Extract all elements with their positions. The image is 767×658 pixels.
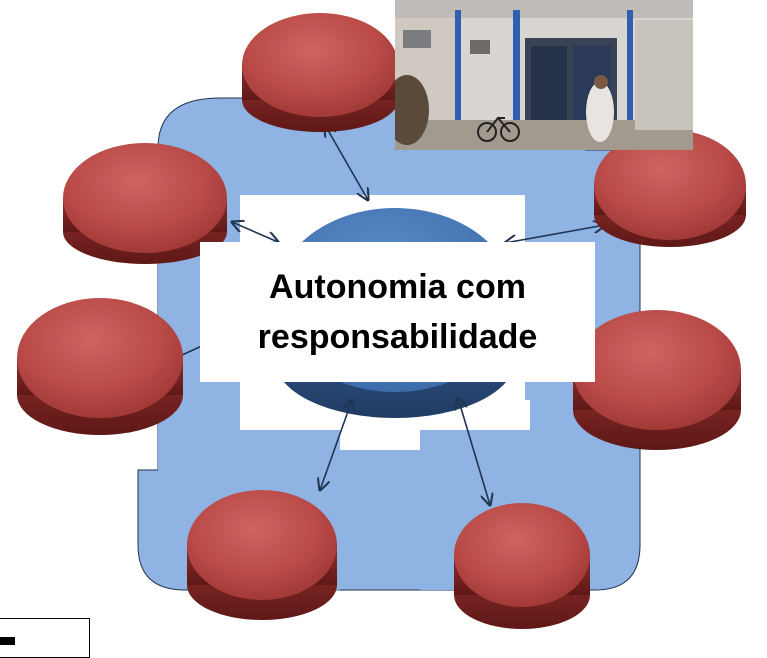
satellite-disc-bottom-left (187, 490, 337, 620)
connector-arrows (181, 125, 605, 505)
corner-box-fragment (0, 637, 15, 645)
arrow-upper-left (232, 222, 278, 242)
center-label-line-1: Autonomia com (269, 268, 526, 306)
center-label-line-2: responsabilidade (257, 318, 538, 356)
arrow-top (325, 125, 368, 200)
arrow-bottom-left (320, 400, 352, 490)
center-label: Autonomia com responsabilidade (200, 242, 595, 382)
arrow-upper-right (505, 225, 605, 243)
diagram-canvas: Autonomia com responsabilidade (0, 0, 746, 658)
satellite-disc-top (242, 13, 398, 132)
school-building-illustration (395, 0, 693, 150)
corner-text-box (0, 618, 90, 658)
school-building-photo (395, 0, 693, 150)
satellite-disc-middle-left (17, 298, 183, 435)
satellite-disc-bottom-right (454, 503, 590, 629)
frame-top-band (240, 150, 540, 195)
arrow-bottom-right (458, 398, 490, 505)
satellite-disc-upper-left (63, 143, 227, 264)
satellite-disc-middle-right (573, 310, 741, 450)
satellite-disc-upper-right (594, 130, 746, 247)
